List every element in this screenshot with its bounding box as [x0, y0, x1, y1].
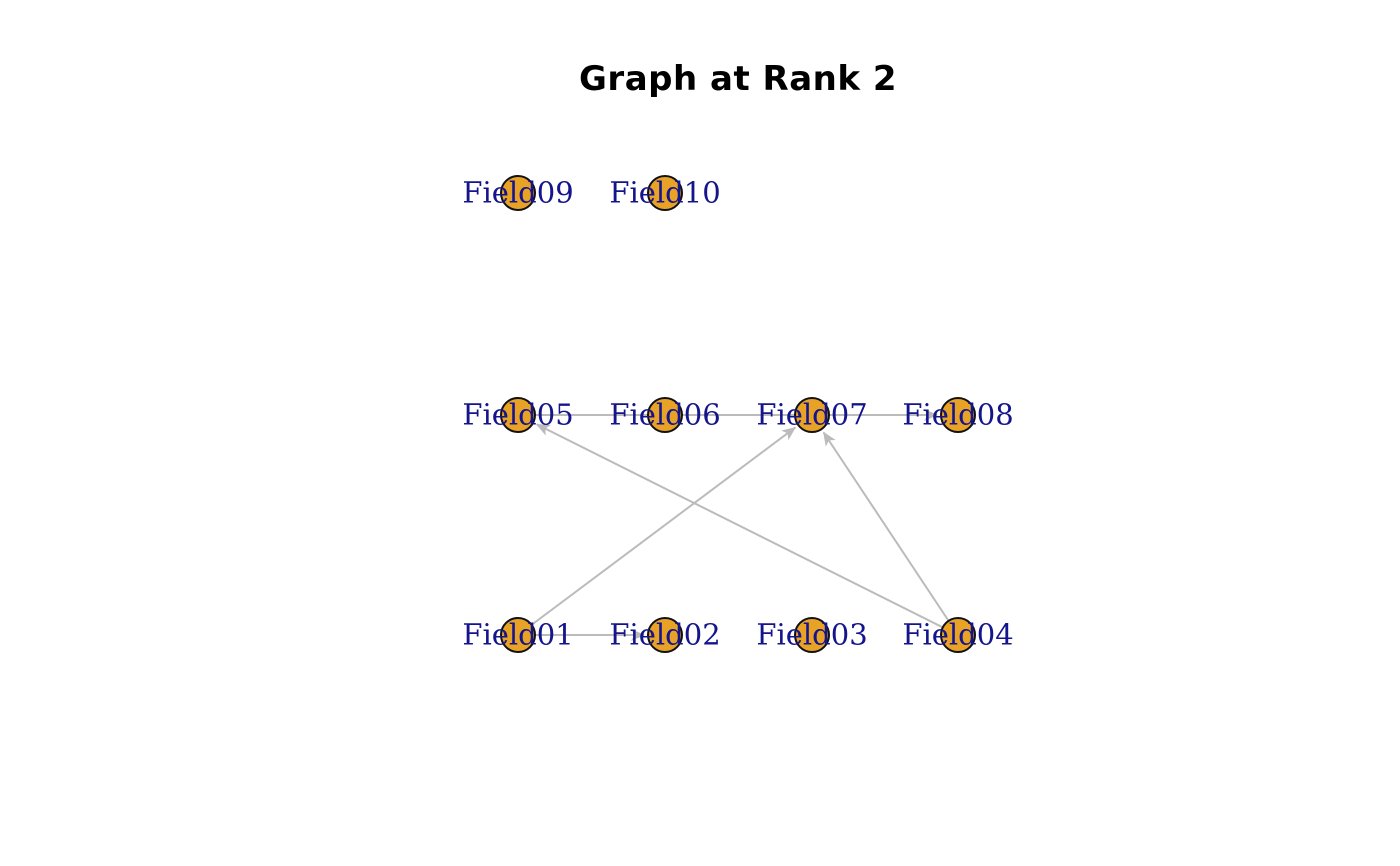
node-label-Field05: Field05 [462, 397, 574, 432]
node-label-Field10: Field10 [609, 175, 721, 210]
node-Field09[interactable] [500, 175, 536, 211]
edge-group [517, 409, 959, 641]
node-label-Field07: Field07 [756, 397, 868, 432]
node-Field02[interactable] [647, 617, 683, 653]
node-label-Field02: Field02 [609, 617, 721, 652]
chart-title: Graph at Rank 2 [579, 59, 897, 99]
node-label-Field06: Field06 [609, 397, 721, 432]
node-label-Field08: Field08 [902, 397, 1014, 432]
node-Field07[interactable] [794, 397, 830, 433]
node-Field04[interactable] [940, 617, 976, 653]
node-Field01[interactable] [500, 617, 536, 653]
node-Field08[interactable] [940, 397, 976, 433]
node-Field06[interactable] [647, 397, 683, 433]
node-label-Field04: Field04 [902, 617, 1014, 652]
edge-Field04-Field05 [535, 423, 959, 636]
node-Field03[interactable] [794, 617, 830, 653]
node-Field05[interactable] [500, 397, 536, 433]
node-Field10[interactable] [647, 175, 683, 211]
node-label-Field09: Field09 [462, 175, 574, 210]
node-label-Field03: Field03 [756, 617, 868, 652]
edge-Field04-Field07 [822, 431, 959, 636]
edge-Field01-Field07 [517, 426, 796, 636]
node-label-Field01: Field01 [462, 617, 574, 652]
